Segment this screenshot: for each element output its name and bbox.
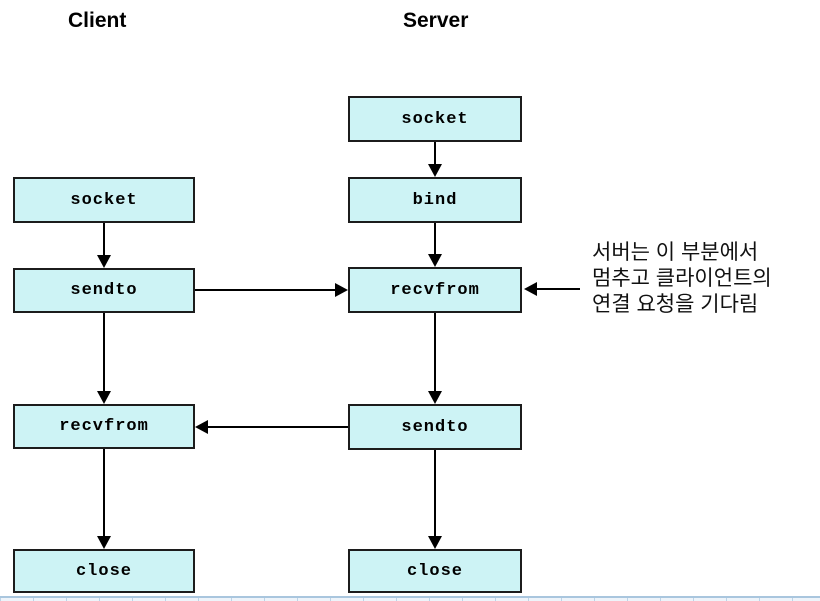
arrowhead-down-icon bbox=[97, 255, 111, 268]
arrowhead-left-icon bbox=[195, 420, 208, 434]
arrow-line-server-socket-to-bind bbox=[434, 142, 436, 165]
server-box-close: close bbox=[348, 549, 522, 593]
arrowhead-down-icon bbox=[428, 536, 442, 549]
arrowhead-down-icon bbox=[428, 164, 442, 177]
arrow-line-server-sendto-to-close bbox=[434, 450, 436, 537]
client-box-socket: socket bbox=[13, 177, 195, 223]
annotation-line-2: 멈추고 클라이언트의 bbox=[592, 267, 772, 290]
server-column-label: Server bbox=[403, 9, 469, 32]
arrowhead-down-icon bbox=[97, 391, 111, 404]
arrow-line-client-sendto-to-recvfrom bbox=[103, 313, 105, 392]
server-box-bind: bind bbox=[348, 177, 522, 223]
arrow-line-client-socket-to-sendto bbox=[103, 223, 105, 256]
arrowhead-down-icon bbox=[97, 536, 111, 549]
arrow-line-client-recvfrom-to-close bbox=[103, 449, 105, 537]
client-box-close: close bbox=[13, 549, 195, 593]
arrow-line-server-recvfrom-to-sendto bbox=[434, 313, 436, 392]
arrow-line-server-bind-to-recvfrom bbox=[434, 223, 436, 255]
client-box-sendto: sendto bbox=[13, 268, 195, 313]
bottom-edge-band bbox=[0, 596, 820, 601]
server-box-sendto: sendto bbox=[348, 404, 522, 450]
arrow-line-server-sendto-to-client-recvfrom bbox=[208, 426, 348, 428]
annotation-line-1: 서버는 이 부분에서 bbox=[592, 241, 759, 264]
server-wait-annotation: 서버는 이 부분에서 멈추고 클라이언트의 연결 요청을 기다림 bbox=[592, 240, 772, 318]
client-column-label: Client bbox=[68, 9, 127, 32]
arrowhead-down-icon bbox=[428, 254, 442, 267]
annotation-line-3: 연결 요청을 기다림 bbox=[592, 293, 759, 316]
arrowhead-right-icon bbox=[335, 283, 348, 297]
arrow-line-annotation-to-server-recvfrom bbox=[537, 288, 580, 290]
client-box-recvfrom: recvfrom bbox=[13, 404, 195, 449]
server-box-recvfrom: recvfrom bbox=[348, 267, 522, 313]
arrowhead-left-icon bbox=[524, 282, 537, 296]
arrow-line-client-sendto-to-server-recvfrom bbox=[195, 289, 336, 291]
arrowhead-down-icon bbox=[428, 391, 442, 404]
server-box-socket: socket bbox=[348, 96, 522, 142]
